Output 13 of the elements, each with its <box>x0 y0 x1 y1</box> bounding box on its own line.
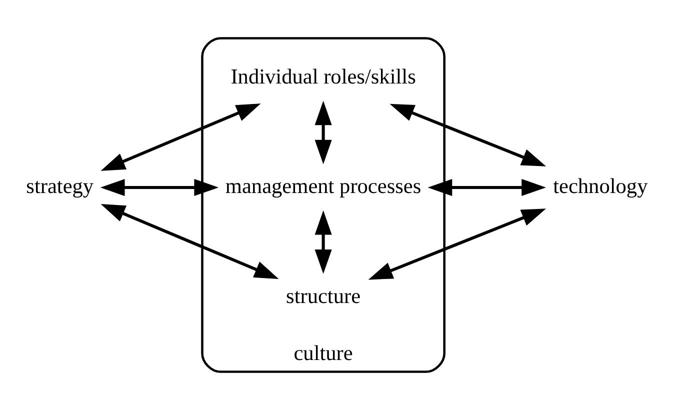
node-text: technology <box>553 174 648 198</box>
node-text: structure <box>286 284 361 308</box>
arrow <box>100 204 279 279</box>
arrow <box>100 104 261 171</box>
arrow <box>314 210 332 274</box>
arrow <box>314 100 332 164</box>
arrow <box>428 178 546 196</box>
arrow <box>100 178 219 196</box>
node-text: Individual roles/skills <box>230 64 416 88</box>
node-text: strategy <box>26 174 94 198</box>
arrow <box>390 104 546 166</box>
arrow <box>368 208 546 280</box>
node-text: management processes <box>225 174 422 198</box>
